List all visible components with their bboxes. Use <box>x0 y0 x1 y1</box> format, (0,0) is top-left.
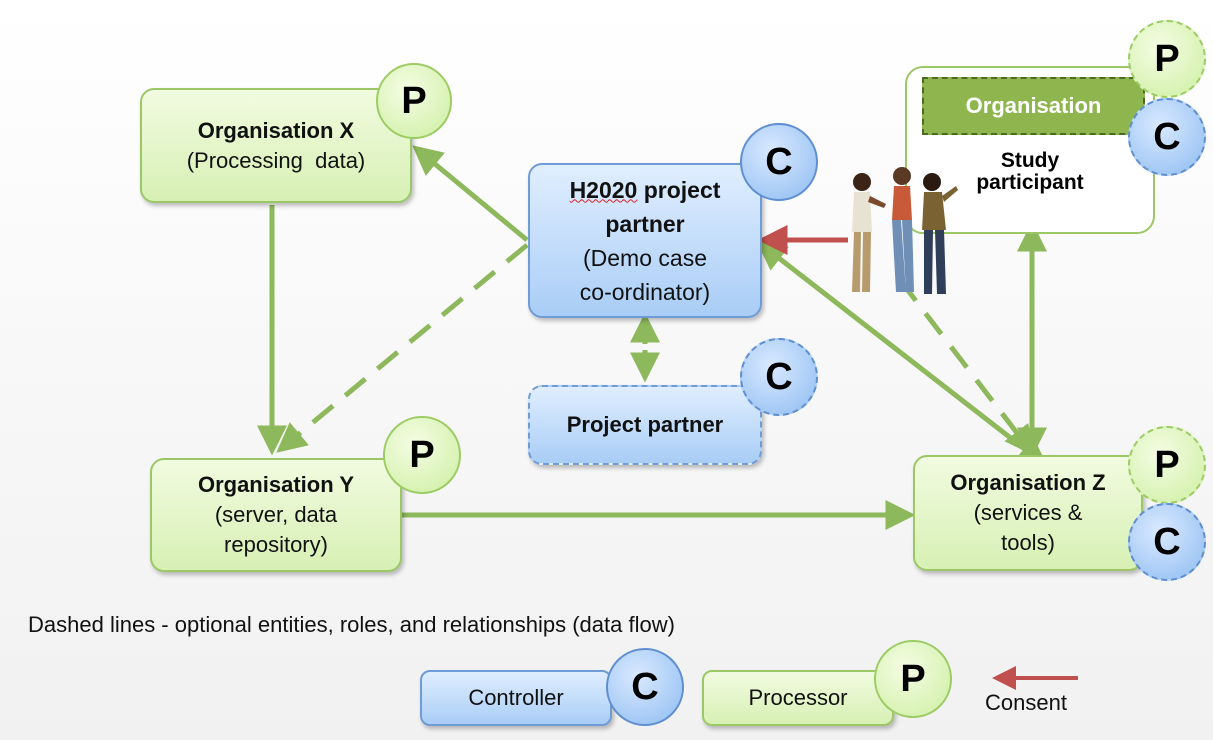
organisation-y-line3: repository) <box>224 532 328 557</box>
processor-badge-org-z: P <box>1128 426 1206 504</box>
legend-processor-badge: P <box>874 640 952 718</box>
organisation-x-node: Organisation X (Processing data) <box>140 88 412 203</box>
legend-processor-label: Processor <box>748 685 848 710</box>
controller-badge-h2020: C <box>740 123 818 201</box>
h2020-title-line1: H2020 project <box>569 176 721 203</box>
study-organisation-banner: Organisation <box>922 77 1145 135</box>
processor-badge-study: P <box>1128 20 1206 98</box>
study-participants-illustration <box>852 167 958 294</box>
person-3-figure <box>922 173 958 294</box>
study-participant-line2: participant <box>976 171 1084 194</box>
person-1-figure <box>852 173 886 292</box>
legend-controller-box: Controller <box>420 670 612 726</box>
project-partner-title: Project partner <box>566 412 724 437</box>
dashed-arrow-study-participant-to-org-z <box>898 278 1035 456</box>
h2020-role-line1: (Demo case <box>583 244 707 271</box>
processor-badge-org-x: P <box>376 63 452 139</box>
organisation-x-title: Organisation X <box>197 117 355 143</box>
person-2-figure <box>892 167 914 292</box>
arrow-org-z-to-h2020 <box>756 240 1048 467</box>
h2020-title-line2: partner <box>605 210 685 237</box>
arrow-h2020-to-org-x <box>412 145 529 242</box>
dashed-lines-note: Dashed lines - optional entities, roles,… <box>28 612 675 637</box>
controller-badge-org-z: C <box>1128 503 1206 581</box>
organisation-z-title: Organisation Z <box>950 470 1106 495</box>
dashed-arrow-h2020-to-org-y <box>276 243 529 453</box>
organisation-y-line2: (server, data <box>214 502 338 527</box>
legend-consent-label: Consent <box>985 690 1067 715</box>
controller-badge-study: C <box>1128 98 1206 176</box>
organisation-y-title: Organisation Y <box>197 472 355 497</box>
organisation-z-line2: (services & <box>973 500 1083 525</box>
processor-badge-org-y: P <box>383 416 461 494</box>
organisation-z-node: Organisation Z (services & tools) <box>913 455 1143 571</box>
legend-controller-badge: C <box>606 648 684 726</box>
h2020-project-partner-node: H2020 project partner (Demo case co-ordi… <box>528 163 762 318</box>
legend-controller-label: Controller <box>468 685 564 710</box>
project-partner-node: Project partner <box>528 385 762 465</box>
study-participant-line1: Study <box>1000 149 1060 172</box>
study-participant-label: Study participant <box>950 150 1110 194</box>
legend-processor-box: Processor <box>702 670 894 726</box>
controller-badge-project-partner: C <box>740 338 818 416</box>
organisation-x-subtitle: (Processing data) <box>186 147 366 173</box>
h2020-role-line2: co-ordinator) <box>579 278 711 305</box>
organisation-z-line3: tools) <box>1001 530 1055 555</box>
organisation-y-node: Organisation Y (server, data repository) <box>150 458 402 572</box>
